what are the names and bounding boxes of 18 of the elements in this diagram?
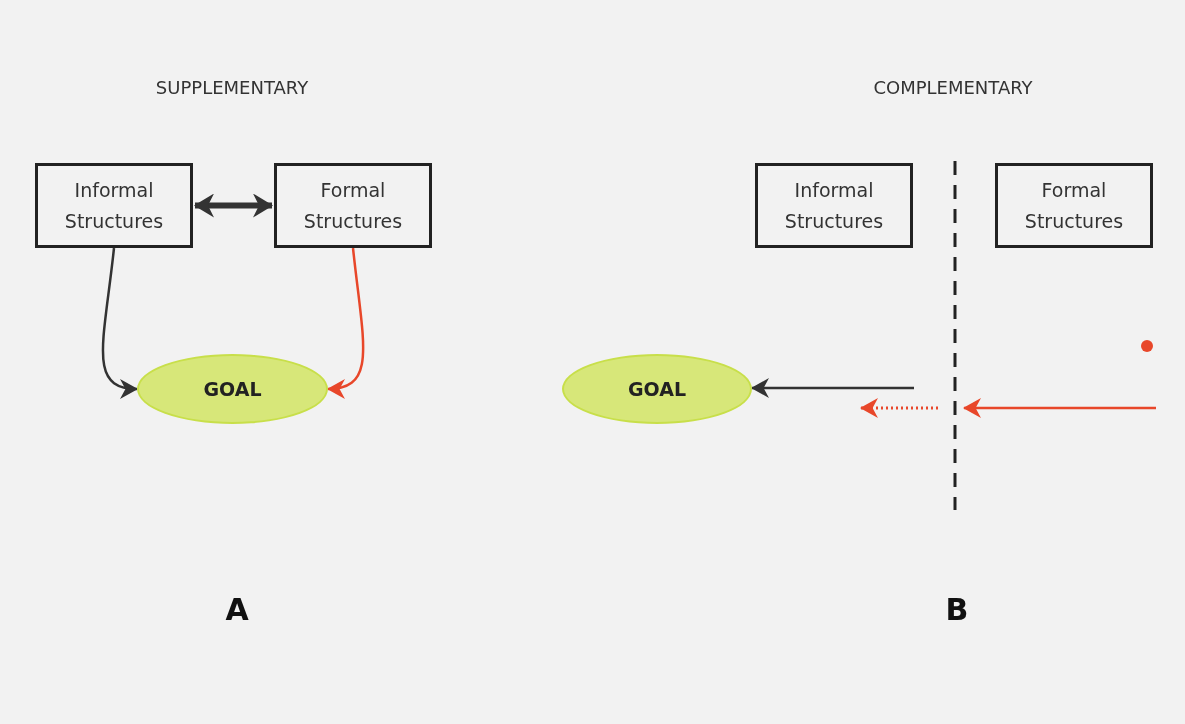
node-label: Formal Structures [302, 178, 404, 234]
node-label: GOAL [627, 378, 687, 400]
panel-letter: A [225, 592, 249, 627]
structure-box [35, 163, 193, 248]
node-label: GOAL [203, 378, 262, 400]
panel-letter: B [945, 592, 969, 627]
arrow [194, 193, 273, 218]
arrow [327, 247, 365, 398]
structure-box [995, 163, 1153, 248]
panel-heading: SUPPLEMENTARY [155, 77, 309, 98]
structure-box [274, 163, 432, 248]
node-label: Informal Structures [63, 178, 165, 234]
arrow [751, 378, 914, 398]
arrow [101, 247, 138, 398]
panel-heading: COMPLEMENTARY [873, 77, 1033, 98]
structure-box [755, 163, 913, 248]
node-label: Informal Structures [783, 178, 885, 234]
node-label: Formal Structures [1023, 178, 1125, 234]
